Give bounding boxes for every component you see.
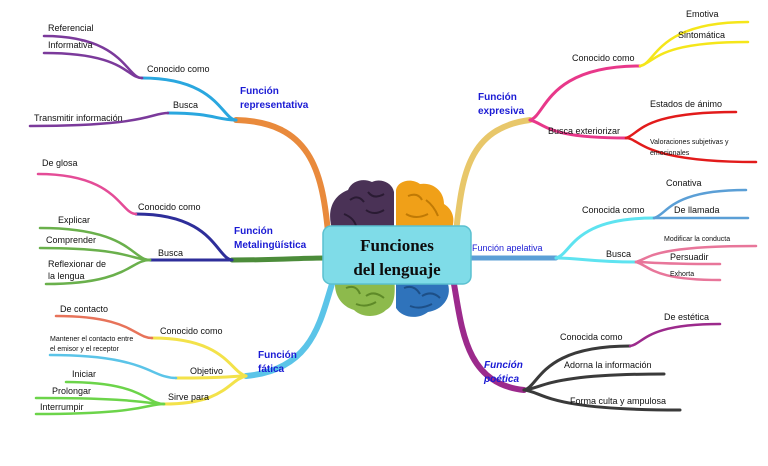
title-metalinguistica-1: Función bbox=[234, 226, 273, 237]
label-expresiva-busca: Busca exteriorizar bbox=[548, 126, 620, 136]
branch-fatica bbox=[243, 281, 335, 379]
link-contacto bbox=[54, 314, 154, 340]
label-expresiva-conocido: Conocido como bbox=[572, 53, 635, 63]
label-llamada: De llamada bbox=[674, 205, 720, 215]
link-apelativa-busca bbox=[554, 256, 638, 264]
label-estados: Estados de ánimo bbox=[650, 99, 722, 109]
title-apelativa: Función apelativa bbox=[472, 243, 543, 253]
link-modificar bbox=[634, 244, 758, 264]
label-valoraciones-2: emocionales bbox=[650, 150, 690, 157]
title-expresiva-1: Función bbox=[478, 92, 517, 103]
link-fatica-conocido bbox=[150, 336, 248, 378]
label-mantener-2: el emisor y el receptor bbox=[50, 346, 120, 353]
title-representativa-1: Función bbox=[240, 86, 279, 97]
label-modificar: Modificar la conducta bbox=[664, 236, 730, 243]
center-node: Funciones del lenguaje bbox=[322, 225, 472, 285]
label-apelativa-conocida: Conocida como bbox=[582, 205, 645, 215]
link-exhorta bbox=[634, 260, 722, 282]
link-estados bbox=[624, 110, 738, 140]
link-emotiva bbox=[638, 20, 750, 68]
label-apelativa-busca: Busca bbox=[606, 249, 631, 259]
link-transmitir bbox=[28, 111, 170, 128]
link-metalinguistica-conocido bbox=[134, 212, 234, 262]
link-informativa bbox=[42, 51, 144, 80]
label-transmitir: Transmitir información bbox=[34, 113, 123, 123]
title-fatica-1: Función bbox=[258, 350, 297, 361]
label-fatica-objetivo: Objetivo bbox=[190, 366, 223, 376]
label-contacto: De contacto bbox=[60, 304, 108, 314]
title-poetica-1: Función bbox=[484, 360, 523, 371]
label-fatica-conocido: Conocido como bbox=[160, 326, 223, 336]
label-representativa-busca: Busca bbox=[173, 100, 198, 110]
link-expresiva-busca bbox=[528, 118, 628, 140]
title-fatica-2: fática bbox=[258, 364, 285, 375]
link-fatica-objetivo bbox=[174, 374, 248, 380]
link-apelativa-conocida bbox=[554, 216, 656, 260]
link-forma bbox=[522, 388, 682, 412]
label-metalinguistica-busca: Busca bbox=[158, 248, 183, 258]
label-reflexionar-2: la lengua bbox=[48, 271, 85, 281]
label-representativa-conocido: Conocido como bbox=[147, 64, 210, 74]
label-forma: Forma culta y ampulosa bbox=[570, 396, 666, 406]
link-representativa-busca bbox=[166, 111, 238, 122]
link-estetica bbox=[628, 322, 722, 348]
label-glosa: De glosa bbox=[42, 158, 78, 168]
title-metalinguistica-2: Metalingüística bbox=[234, 240, 307, 251]
label-referencial: Referencial bbox=[48, 23, 94, 33]
label-exhorta: Exhorta bbox=[670, 271, 694, 278]
label-emotiva: Emotiva bbox=[686, 9, 719, 19]
label-estetica: De estética bbox=[664, 312, 709, 322]
label-interrumpir: Interrumpir bbox=[40, 402, 84, 412]
label-poetica-conocida: Conocida como bbox=[560, 332, 623, 342]
label-sintomatica: Sintomática bbox=[678, 30, 725, 40]
link-sintomatica bbox=[638, 40, 750, 68]
branch-poetica bbox=[451, 281, 527, 393]
link-glosa bbox=[36, 172, 138, 216]
link-conativa bbox=[652, 188, 748, 220]
title-representativa-2: representativa bbox=[240, 100, 309, 111]
label-metalinguistica-conocido: Conocido como bbox=[138, 202, 201, 212]
branch-expresiva bbox=[453, 117, 533, 235]
link-interrumpir bbox=[34, 402, 166, 416]
label-informativa: Informativa bbox=[48, 40, 93, 50]
branch-representativa bbox=[233, 117, 331, 235]
link-fatica-sirve bbox=[162, 374, 248, 406]
label-valoraciones-1: Valoraciones subjetivas y bbox=[650, 139, 729, 146]
brain-icon bbox=[330, 180, 454, 317]
label-comprender: Comprender bbox=[46, 235, 96, 245]
link-poetica-conocida bbox=[522, 344, 632, 392]
center-title-line2: del lenguaje bbox=[353, 260, 441, 279]
label-explicar: Explicar bbox=[58, 215, 90, 225]
link-reflexionar bbox=[44, 258, 152, 286]
link-adorna bbox=[522, 372, 666, 392]
link-expresiva-conocido bbox=[528, 64, 642, 122]
link-mantener bbox=[48, 353, 178, 380]
title-poetica-2: poética bbox=[483, 374, 519, 385]
branch-metalinguistica bbox=[229, 255, 329, 263]
link-persuadir bbox=[634, 260, 722, 266]
link-valoraciones bbox=[624, 136, 758, 164]
label-iniciar: Iniciar bbox=[72, 369, 96, 379]
label-fatica-sirve: Sirve para bbox=[168, 392, 209, 402]
label-reflexionar-1: Reflexionar de bbox=[48, 259, 106, 269]
title-expresiva-2: expresiva bbox=[478, 106, 525, 117]
center-title-line1: Funciones bbox=[360, 236, 434, 255]
label-mantener-1: Mantener el contacto entre bbox=[50, 336, 133, 343]
label-prolongar: Prolongar bbox=[52, 386, 91, 396]
label-conativa: Conativa bbox=[666, 178, 702, 188]
label-adorna: Adorna la información bbox=[564, 360, 652, 370]
label-persuadir: Persuadir bbox=[670, 252, 709, 262]
